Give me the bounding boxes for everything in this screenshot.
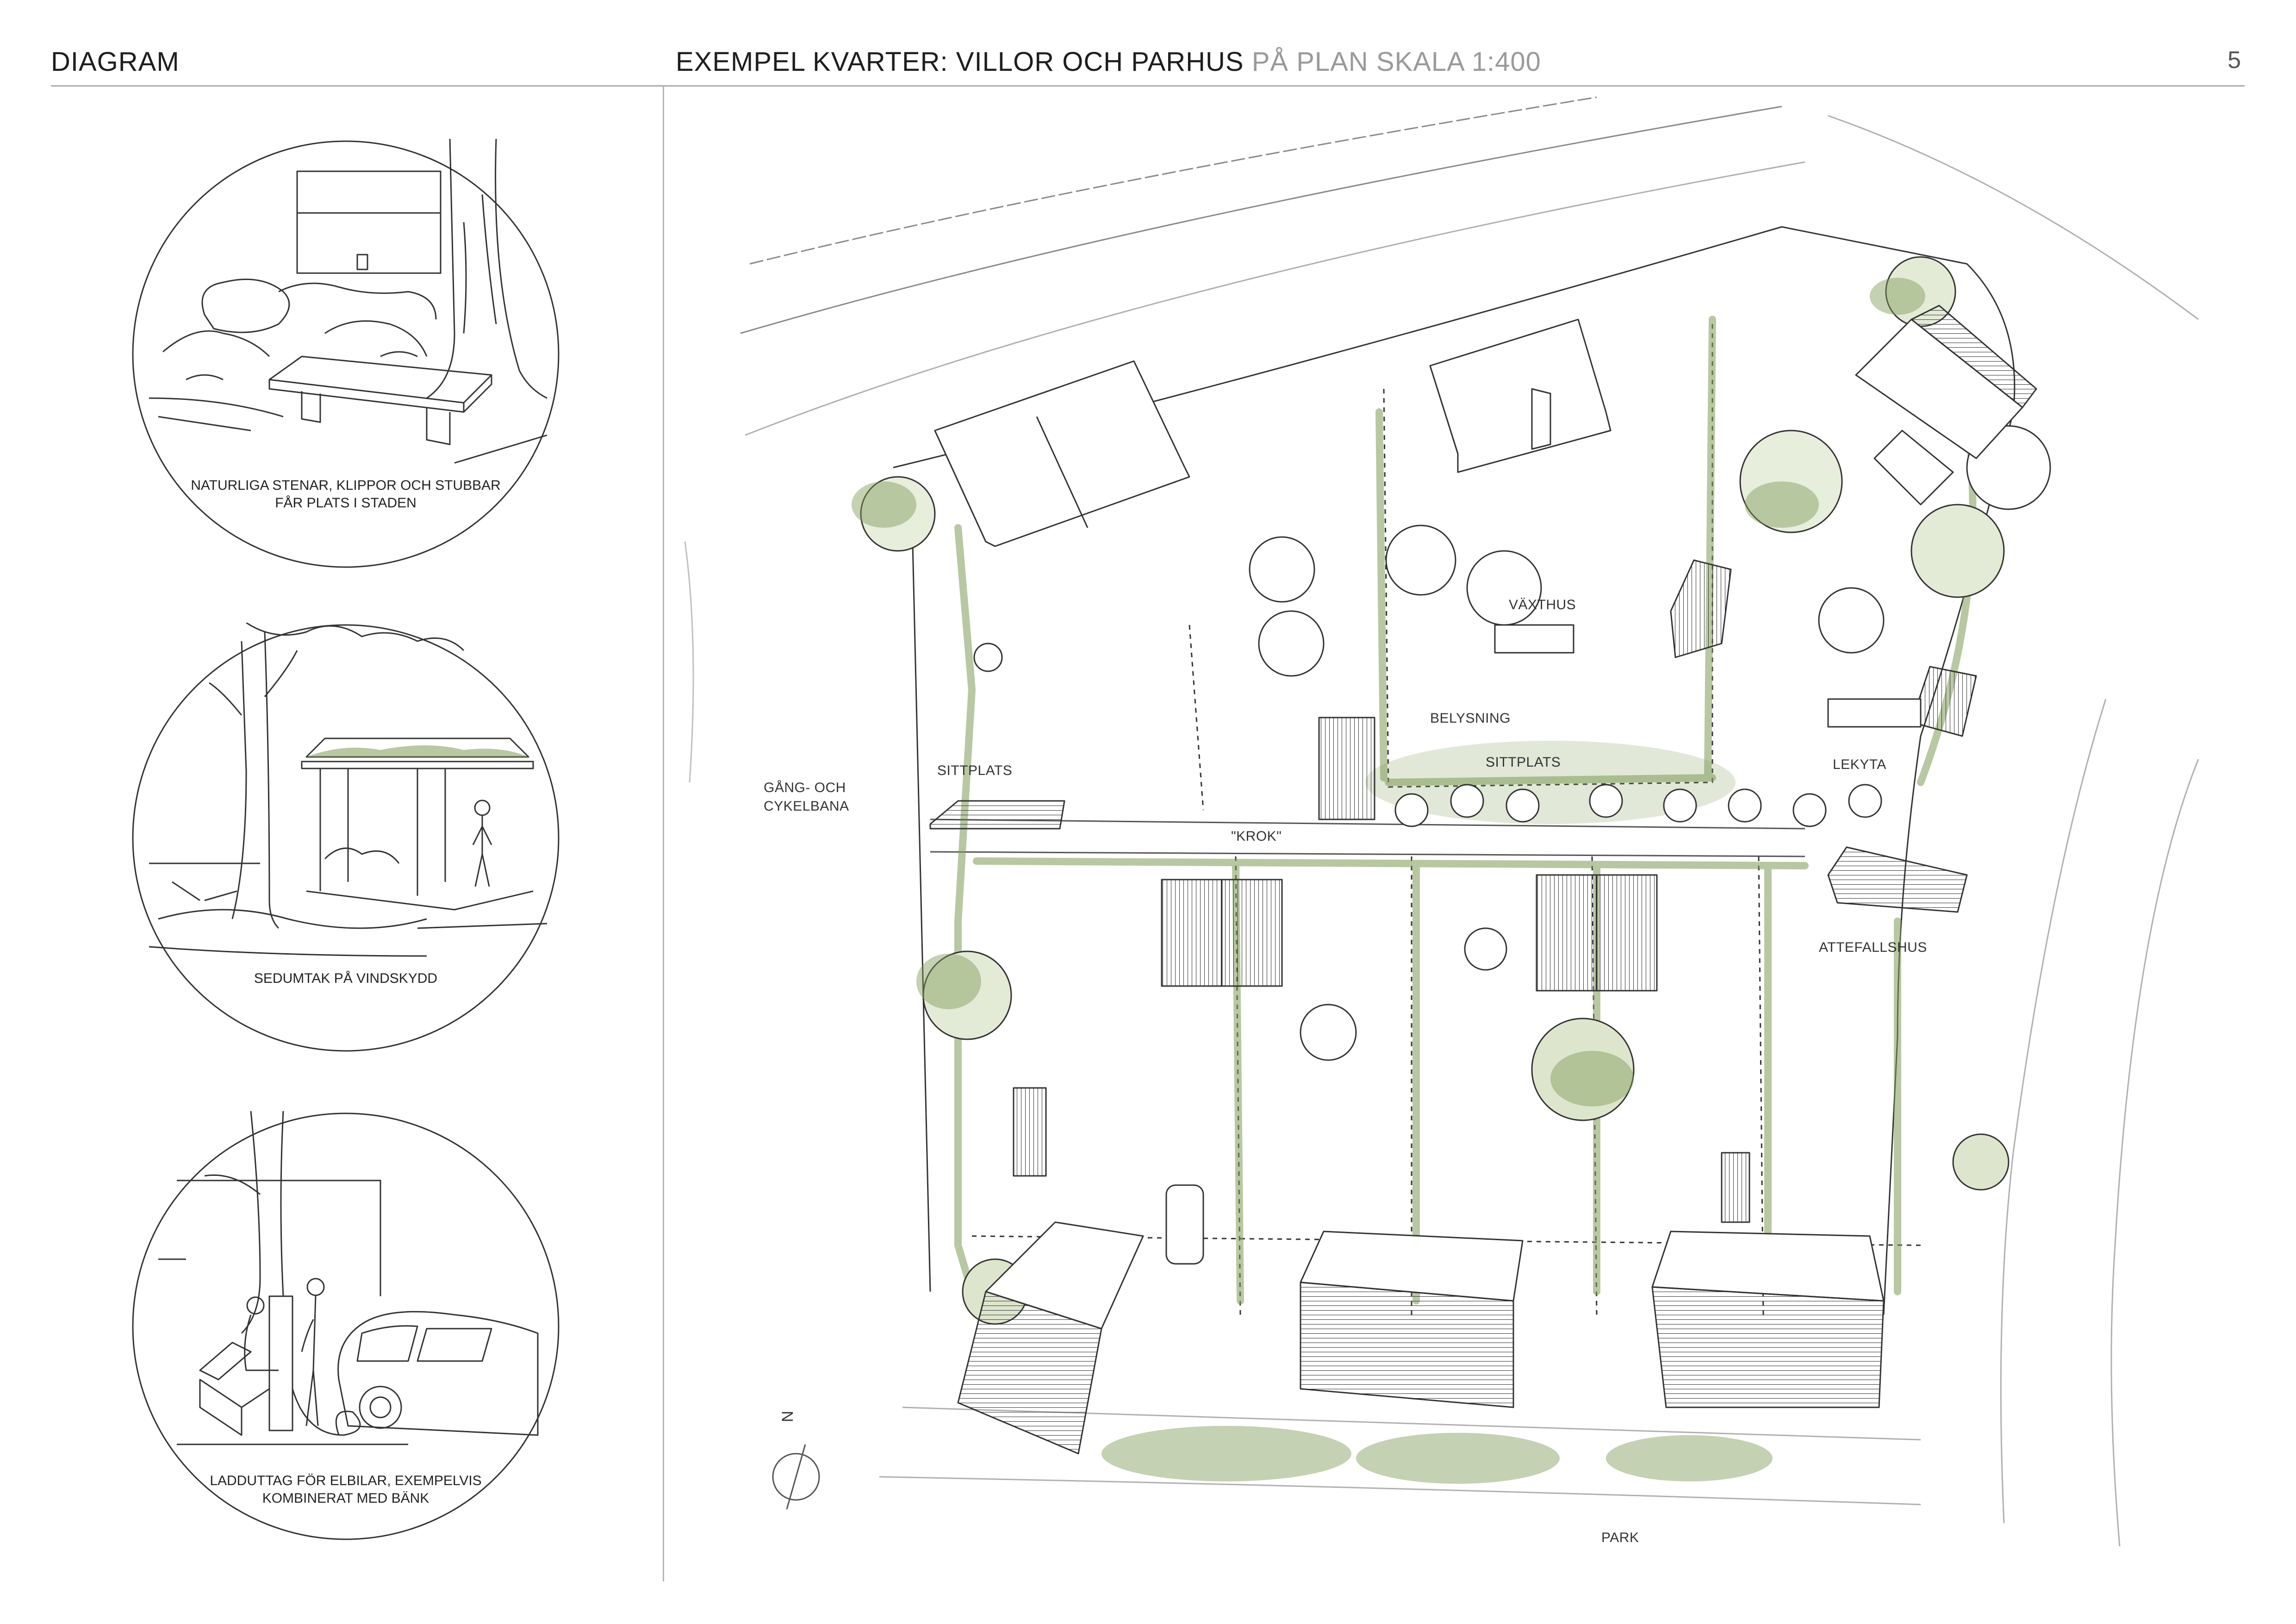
caption-sedum: SEDUMTAK PÅ VINDSKYDD <box>254 971 438 986</box>
caption-stones: NATURLIGA STENAR, KLIPPOR OCH STUBBAR FÅ… <box>191 478 501 511</box>
header-rule <box>51 85 2245 87</box>
page-title: EXEMPEL KVARTER: VILLOR OCH PARHUS PÅ PL… <box>676 46 1541 77</box>
label-gang: GÅNG- OCH <box>764 780 846 795</box>
label-park: PARK <box>1601 1530 1639 1545</box>
sketch-sedum-shelter: SEDUMTAK PÅ VINDSKYDD <box>132 623 560 1052</box>
label-belysning: BELYSNING <box>1430 711 1511 726</box>
label-lekyta: LEKYTA <box>1833 757 1886 772</box>
north-arrow <box>772 1444 820 1510</box>
page-number: 5 <box>2228 47 2241 74</box>
site-plan: VÄXTHUS BELYSNING SITTPLATS LEKYTA SITTP… <box>671 88 2245 1583</box>
title-scale: PÅ PLAN SKALA 1:400 <box>1244 47 1541 77</box>
diagram-stones-bench: NATURLIGA STENAR, KLIPPOR OCH STUBBAR FÅ… <box>131 139 561 569</box>
label-north: N <box>779 1410 797 1423</box>
label-krok: "KROK" <box>1231 829 1282 844</box>
diagram-ev-charging: LADDUTTAG FÖR ELBILAR, EXEMPELVIS KOMBIN… <box>131 1111 561 1542</box>
sedum-green <box>306 745 529 757</box>
diagram-sedum-shelter: SEDUMTAK PÅ VINDSKYDD <box>131 623 561 1053</box>
site-plan-drawing <box>684 96 2199 1547</box>
sketch-stones-bench: NATURLIGA STENAR, KLIPPOR OCH STUBBAR FÅ… <box>132 139 560 568</box>
section-label: DIAGRAM <box>51 47 180 77</box>
label-attefallshus: ATTEFALLSHUS <box>1819 940 1927 955</box>
label-vaxthus: VÄXTHUS <box>1509 597 1576 612</box>
column-divider <box>663 86 664 1581</box>
label-sittplats-left: SITTPLATS <box>937 763 1013 778</box>
sketch-ev-charging: LADDUTTAG FÖR ELBILAR, EXEMPELVIS KOMBIN… <box>132 1111 560 1540</box>
label-sittplats-center: SITTPLATS <box>1486 755 1561 770</box>
caption-ev: LADDUTTAG FÖR ELBILAR, EXEMPELVIS KOMBIN… <box>210 1473 482 1506</box>
title-main: EXEMPEL KVARTER: VILLOR OCH PARHUS <box>676 47 1244 77</box>
label-cykelbana: CYKELBANA <box>764 799 849 814</box>
